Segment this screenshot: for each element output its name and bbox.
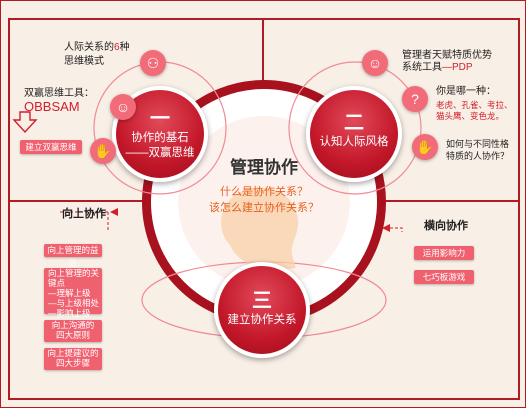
circle-two-line1: 认知人际风格 xyxy=(319,136,389,148)
group-icon: ☺ xyxy=(110,94,136,120)
six-modes-b: 6 xyxy=(114,42,120,53)
left-item-4-line2: 四大步骤 xyxy=(55,358,90,368)
six-modes-a: 人际关系的 xyxy=(64,42,114,53)
right-item-1: 运用影响力 xyxy=(414,246,474,260)
left-item-4-line1: 向上提建议的 xyxy=(47,348,99,358)
group-icon: ☺ xyxy=(362,50,388,76)
left-item-2-line2: —理解上级 xyxy=(48,288,91,298)
right-orbit xyxy=(288,61,422,195)
left-item-2-line3: —与上级相处 xyxy=(48,298,100,308)
circle-three[interactable]: 三 建立协作关系 xyxy=(214,262,310,358)
divider-bottom xyxy=(8,398,520,400)
circle-two-number: 二 xyxy=(344,112,364,134)
left-arrow-head xyxy=(110,208,118,216)
right-item-2: 七巧板游戏 xyxy=(414,270,474,284)
left-item-3: 向上沟通的 四大原则 xyxy=(44,320,102,342)
left-item-3-line2: 四大原则 xyxy=(55,330,90,340)
circle-three-line1: 建立协作关系 xyxy=(227,314,297,326)
handshake-icon: ✋ xyxy=(90,138,116,164)
left-item-2: 向上管理的关键点 —理解上级 —与上级相处 —影响上级 xyxy=(44,268,102,318)
pdp-line1: 管理者天赋特质优势 xyxy=(402,50,492,61)
left-item-2-line1: 向上管理的关键点 xyxy=(48,268,100,288)
right-panel-title: 横向协作 xyxy=(424,220,468,232)
center-title: 管理协作 xyxy=(230,158,298,177)
pdp-line2-b: —PDP xyxy=(442,62,473,73)
left-item-1: 向上管理的益处 xyxy=(44,244,102,268)
which-line1: 老虎、孔雀、考拉、 xyxy=(436,100,513,110)
left-panel-title: 向上协作 xyxy=(62,208,106,220)
circle-three-number: 三 xyxy=(252,290,272,312)
six-modes-line1: 人际关系的6种 xyxy=(64,42,130,54)
question-icon: ? xyxy=(402,86,428,112)
tool-label: 双赢思维工具： xyxy=(24,88,94,99)
left-item-3-line1: 向上沟通的 xyxy=(51,320,95,330)
circle-one-line2: ——双赢思维 xyxy=(125,147,195,159)
divider-top xyxy=(8,18,520,20)
left-arrow-line xyxy=(60,211,109,232)
divider-vertical-top xyxy=(262,20,264,90)
tool-name: OBBSAM xyxy=(24,99,80,114)
center-question-1: 什么是协作关系？ xyxy=(220,186,308,198)
pdp-line2-a: 系统工具 xyxy=(402,62,442,73)
how-line1: 如何与不同性格 xyxy=(446,139,510,149)
left-item-1-text: 向上管理的益处 xyxy=(47,245,99,268)
circle-one-line1: 协作的基石 xyxy=(131,132,189,144)
head-silhouette xyxy=(221,187,299,282)
six-modes-c: 种 xyxy=(119,42,130,53)
handshake-icon: ✋ xyxy=(412,134,438,160)
divider-left xyxy=(8,18,10,400)
circle-one-number: 一 xyxy=(150,108,170,130)
which-line2: 猫头鹰、变色龙。 xyxy=(436,111,505,121)
pdp-line2: 系统工具—PDP xyxy=(402,62,473,74)
build-win-win-label: 建立双赢思维 xyxy=(20,140,82,154)
right-arrow-head xyxy=(382,224,390,232)
six-modes-line2: 思维模式 xyxy=(64,56,104,67)
down-arrow-icon xyxy=(12,111,38,134)
right-arrow-line xyxy=(390,227,403,232)
people-network-icon: ⚇ xyxy=(140,50,166,76)
center-question-2: 该怎么建立协作关系？ xyxy=(209,202,319,214)
how-line2: 特质的人协作？ xyxy=(446,151,510,161)
left-item-4: 向上提建议的 四大步骤 xyxy=(44,348,102,370)
which-title: 你是哪一种： xyxy=(436,86,496,97)
circle-two[interactable]: 二 认知人际风格 xyxy=(306,86,402,182)
divider-right xyxy=(518,18,520,400)
left-item-2-line4: —影响上级 xyxy=(48,308,91,318)
